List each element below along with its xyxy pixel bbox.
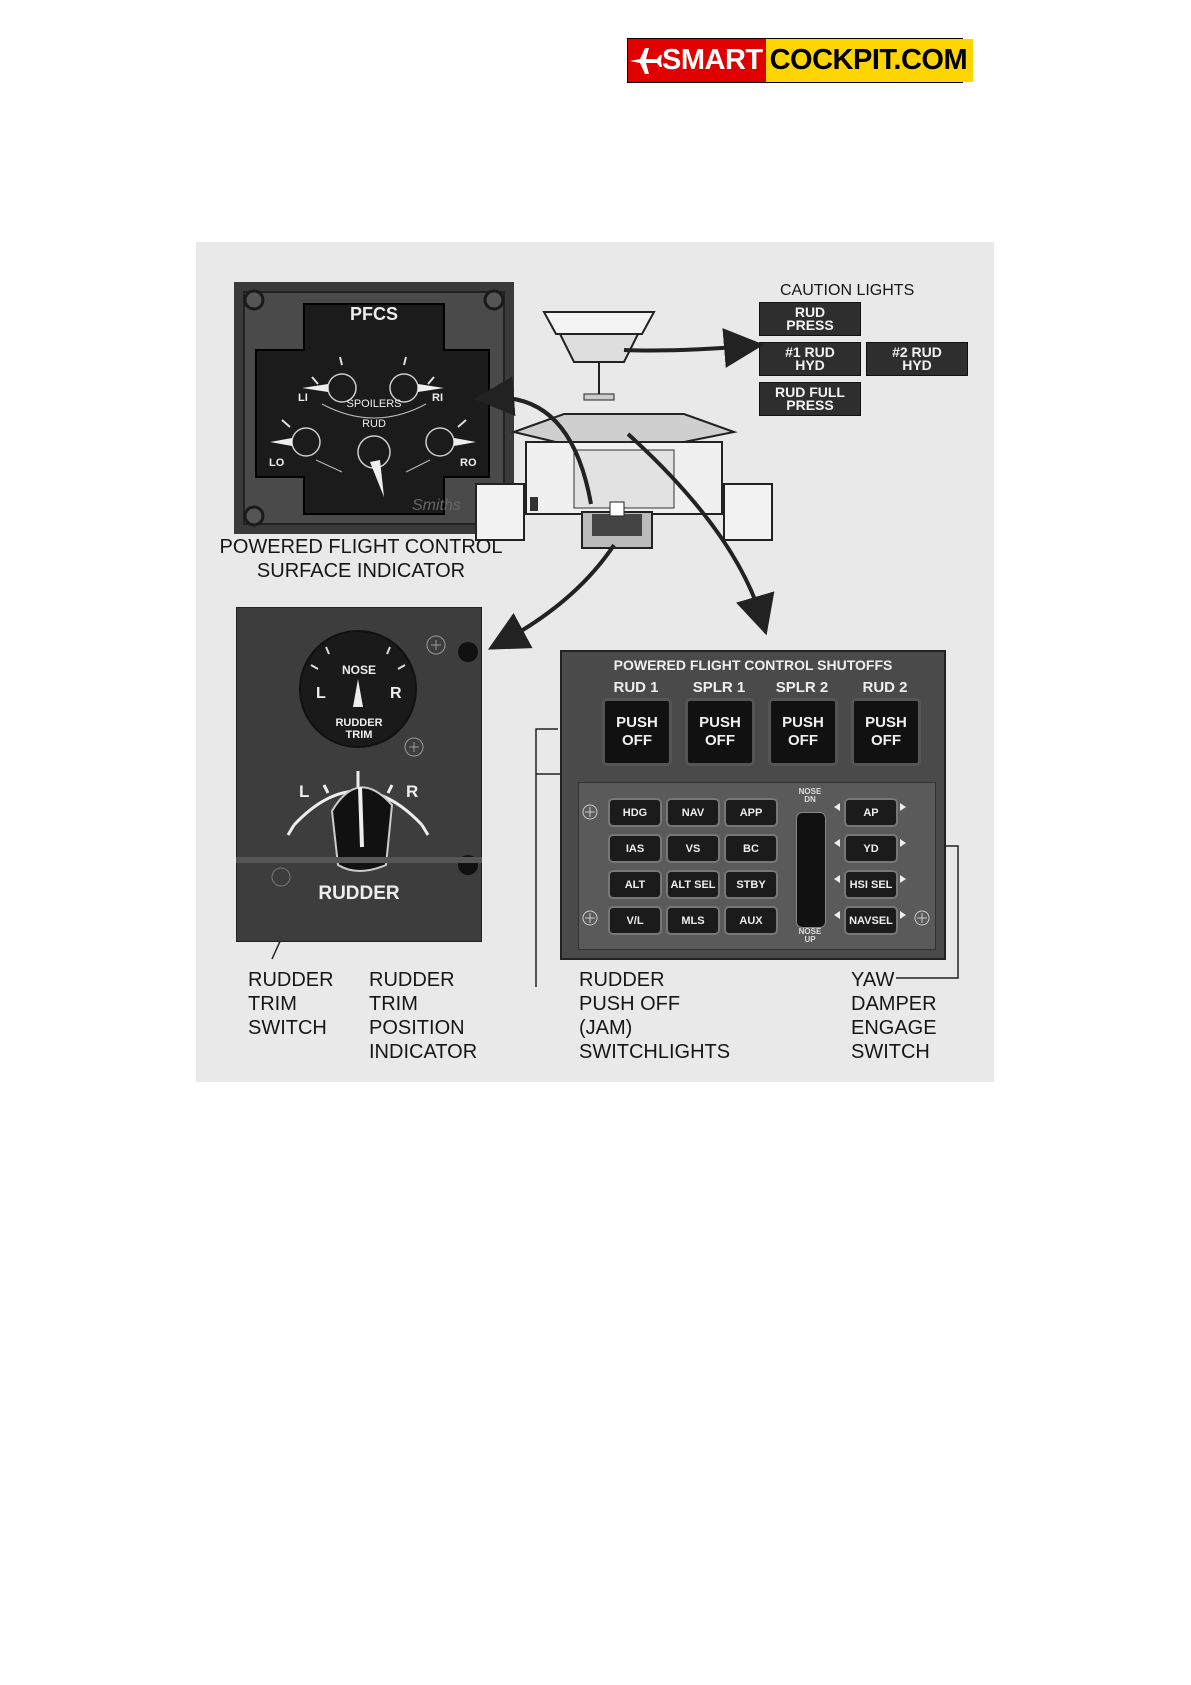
splr2-push-off-switch[interactable]: PUSH OFF — [768, 698, 838, 766]
pitch-wheel[interactable] — [796, 812, 826, 928]
nose-dn-label: NOSE DN — [798, 787, 822, 804]
nose-up-label: NOSE UP — [798, 927, 822, 944]
lo-label: LO — [269, 457, 285, 469]
stby-button[interactable]: STBY — [724, 870, 778, 899]
svg-text:Smiths: Smiths — [412, 497, 461, 514]
nav-button[interactable]: NAV — [666, 798, 720, 827]
hsi-sel-button[interactable]: HSI SEL — [844, 870, 898, 899]
li-label: LI — [298, 392, 308, 404]
logo-text-cockpit: COCKPIT.COM — [765, 39, 974, 82]
aux-button[interactable]: AUX — [724, 906, 778, 935]
knob-l-label: L — [299, 782, 310, 801]
rudder-trim-panel: NOSE L R RUDDER TRIM L R RUDDER — [235, 606, 483, 943]
knob-r-label: R — [406, 782, 419, 801]
trim-nose-label: NOSE — [341, 663, 376, 677]
vl-button[interactable]: V/L — [608, 906, 662, 935]
logo-text-smart: SMART — [662, 39, 766, 82]
rud1-push-off-switch[interactable]: PUSH OFF — [602, 698, 672, 766]
navsel-button[interactable]: NAVSEL — [844, 906, 898, 935]
ap-button[interactable]: AP — [844, 798, 898, 827]
spoilers-label: SPOILERS — [346, 398, 402, 410]
trim-l-label: L — [316, 685, 326, 702]
caution-rud-full-press: RUD FULL PRESS — [759, 382, 861, 416]
rudder-trim-switch-callout: RUDDER TRIM SWITCH — [248, 969, 334, 1039]
panel-decor — [582, 803, 930, 926]
switch-head-rud1: RUD 1 — [613, 679, 659, 696]
shutoffs-panel: POWERED FLIGHT CONTROL SHUTOFFS RUD 1 SP… — [560, 650, 946, 960]
switch-head-rud2: RUD 2 — [862, 679, 908, 696]
smartcockpit-logo: SMART COCKPIT.COM — [627, 38, 974, 83]
alt-sel-button[interactable]: ALT SEL — [666, 870, 720, 899]
mls-button[interactable]: MLS — [666, 906, 720, 935]
pfcs-caption: POWERED FLIGHT CONTROL SURFACE INDICATOR — [219, 536, 503, 582]
ias-button[interactable]: IAS — [608, 834, 662, 863]
shutoffs-title: POWERED FLIGHT CONTROL SHUTOFFS — [613, 657, 893, 673]
rudder-push-off-callout: RUDDER PUSH OFF (JAM) SWITCHLIGHTS — [579, 969, 731, 1063]
rud2-push-off-switch[interactable]: PUSH OFF — [851, 698, 921, 766]
caution-lights-title: CAUTION LIGHTS — [780, 282, 915, 299]
rudder-trim-position-indicator-callout: RUDDER TRIM POSITION INDICATOR — [369, 969, 478, 1063]
hdg-button[interactable]: HDG — [608, 798, 662, 827]
yaw-damper-callout: YAW DAMPER ENGAGE SWITCH — [851, 969, 937, 1063]
rudder-controls-figure: Smiths PFCS SPOILERS RUD LI RI LO RO POW… — [196, 242, 994, 1082]
splr1-push-off-switch[interactable]: PUSH OFF — [685, 698, 755, 766]
switch-head-splr1: SPLR 1 — [692, 679, 746, 696]
rudder-trim-label: RUDDER TRIM — [335, 717, 383, 741]
ro-label: RO — [460, 457, 477, 469]
alt-button[interactable]: ALT — [608, 870, 662, 899]
app-button[interactable]: APP — [724, 798, 778, 827]
vs-button[interactable]: VS — [666, 834, 720, 863]
pfcs-title: PFCS — [349, 304, 398, 324]
pfcs-indicator: Smiths PFCS SPOILERS RUD LI RI LO RO — [234, 282, 514, 534]
yd-button[interactable]: YD — [844, 834, 898, 863]
caution-rud-press: RUD PRESS — [759, 302, 861, 336]
bc-button[interactable]: BC — [724, 834, 778, 863]
ri-label: RI — [432, 392, 443, 404]
switch-head-splr2: SPLR 2 — [775, 679, 829, 696]
caution-1-rud-hyd: #1 RUD HYD — [759, 342, 861, 376]
rudder-knob-label[interactable]: RUDDER — [318, 883, 400, 904]
rud-label: RUD — [362, 418, 386, 430]
airplane-icon — [628, 39, 662, 82]
trim-r-label: R — [390, 685, 402, 702]
caution-2-rud-hyd: #2 RUD HYD — [866, 342, 968, 376]
